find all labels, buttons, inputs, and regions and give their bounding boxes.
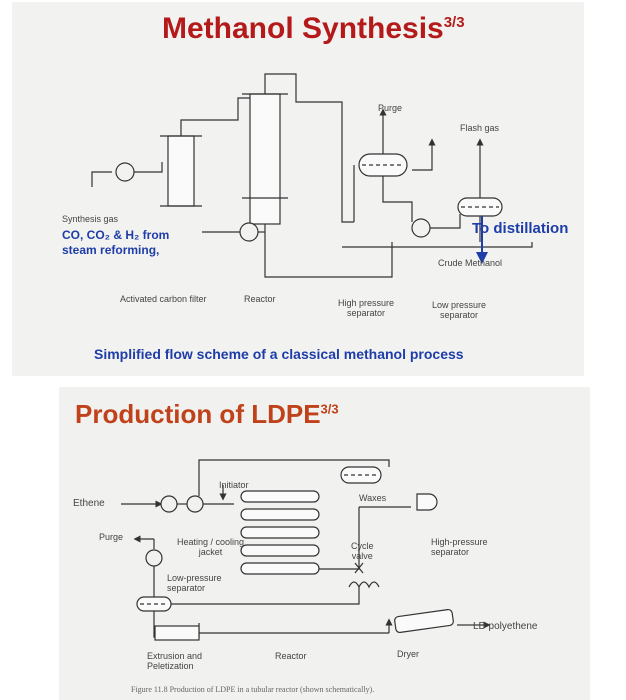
heat-exchanger-icon [239, 222, 259, 242]
synthesis-gas-composition: CO, CO₂ & H₂ from [62, 228, 170, 242]
ethene-compressor-icon [160, 495, 178, 513]
reactor-icon [249, 93, 281, 225]
reactor-label: Reactor [275, 651, 307, 661]
synthesis-gas-label: Synthesis gas [62, 214, 119, 224]
initiator-label: Initiator [219, 480, 249, 490]
hp-separator-icon [416, 493, 438, 511]
figure-caption: Figure 11.8 Production of LDPE in a tubu… [131, 685, 375, 694]
reactor-label: Reactor [244, 294, 276, 304]
tubular-reactor-icon [240, 490, 320, 575]
waxes-label: Waxes [359, 493, 387, 503]
dryer-label: Dryer [397, 649, 419, 659]
purge-valve-icon [145, 549, 163, 567]
purge-label: Purge [378, 103, 403, 113]
second-compressor-icon [186, 495, 204, 513]
steam-reforming-label: steam reforming, [62, 243, 160, 257]
extruder-icon [154, 625, 200, 641]
flash-gas-label: Flash gas [460, 123, 500, 133]
ethene-label: Ethene [73, 498, 105, 509]
slide2-title: Production of LDPE3/3 [75, 399, 339, 429]
slide1-title: Methanol Synthesis3/3 [162, 12, 465, 45]
pump-icon [411, 218, 431, 238]
activated-carbon-filter-label: Activated carbon filter [120, 294, 207, 304]
compressor-icon [115, 162, 135, 182]
ld-polyethene-label: LD polyethene [473, 621, 538, 632]
crude-methanol-label: Crude Methanol [438, 258, 503, 268]
methanol-synthesis-slide: Methanol Synthesis3/3 Purge Flash gas Sy… [12, 2, 584, 376]
ldpe-production-slide: Production of LDPE3/3 Initiator Ethene W… [59, 387, 590, 700]
ldpe-flow-diagram [121, 459, 491, 641]
purge-label: Purge [99, 532, 124, 542]
methanol-flow-diagram [91, 73, 533, 278]
dryer-icon [394, 608, 454, 634]
slide1-caption: Simplified flow scheme of a classical me… [94, 346, 464, 362]
to-distillation-label: To distillation [472, 220, 569, 237]
activated-carbon-filter-icon [167, 135, 195, 207]
